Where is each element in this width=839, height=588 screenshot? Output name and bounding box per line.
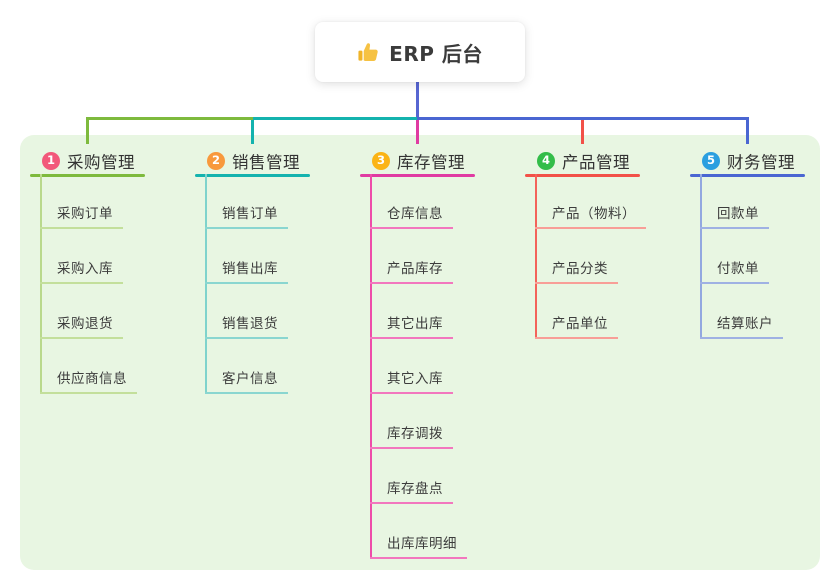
child-node[interactable]: 付款单: [700, 229, 769, 284]
children-spine-line: [40, 174, 42, 394]
branch-drop-line: [416, 117, 419, 144]
child-node-label: 产品（物料）: [535, 202, 646, 229]
branch-children: 仓库信息产品库存其它出库其它入库库存调拨库存盘点出库库明细: [370, 174, 467, 559]
child-node[interactable]: 采购入库: [40, 229, 123, 284]
branch-children: 回款单付款单结算账户: [700, 174, 783, 339]
root-node-label: ERP 后台: [389, 41, 483, 66]
branch-node-label: 销售管理: [232, 153, 300, 172]
branch-node-label: 财务管理: [727, 153, 795, 172]
branch-node-label: 采购管理: [67, 153, 135, 172]
child-node[interactable]: 销售出库: [205, 229, 288, 284]
child-node-label: 付款单: [700, 257, 769, 284]
child-node[interactable]: 客户信息: [205, 339, 288, 394]
branch-drop-line: [251, 117, 254, 144]
branch-children: 采购订单采购入库采购退货供应商信息: [40, 174, 137, 394]
child-node[interactable]: 销售退货: [205, 284, 288, 339]
child-node[interactable]: 出库库明细: [370, 504, 467, 559]
branch-title-underline: [360, 174, 475, 177]
child-node-label: 供应商信息: [40, 367, 137, 394]
branch-children: 销售订单销售出库销售退货客户信息: [205, 174, 288, 394]
branch-connector-line: [87, 117, 253, 120]
branch-node[interactable]: 5 财务管理: [702, 150, 795, 172]
branch-node[interactable]: 3 库存管理: [372, 150, 465, 172]
branch-connector-line: [252, 117, 419, 120]
child-node-label: 产品单位: [535, 312, 618, 339]
branch-drop-line: [581, 117, 584, 144]
child-node-label: 库存调拨: [370, 422, 453, 449]
branch-index-badge: 3: [372, 152, 390, 170]
branch-node-label: 产品管理: [562, 153, 630, 172]
root-connector-line: [416, 82, 419, 117]
branch-node-label: 库存管理: [397, 153, 465, 172]
child-node-label: 产品分类: [535, 257, 618, 284]
child-node-label: 采购订单: [40, 202, 123, 229]
child-node-label: 销售出库: [205, 257, 288, 284]
child-node[interactable]: 产品分类: [535, 229, 618, 284]
child-node-label: 销售退货: [205, 312, 288, 339]
branch-index-badge: 5: [702, 152, 720, 170]
branch-node[interactable]: 2 销售管理: [207, 150, 300, 172]
child-node-label: 销售订单: [205, 202, 288, 229]
branch-node[interactable]: 1 采购管理: [42, 150, 135, 172]
thumbs-up-icon: [357, 41, 380, 64]
child-node-label: 采购入库: [40, 257, 123, 284]
branch-index-badge: 1: [42, 152, 60, 170]
child-node[interactable]: 仓库信息: [370, 174, 453, 229]
branch-title-underline: [195, 174, 310, 177]
child-node[interactable]: 结算账户: [700, 284, 783, 339]
branch-title-underline: [30, 174, 145, 177]
child-node[interactable]: 采购订单: [40, 174, 123, 229]
child-node[interactable]: 产品（物料）: [535, 174, 646, 229]
branch-title-underline: [690, 174, 805, 177]
branch-drop-line: [746, 117, 749, 144]
child-node-label: 客户信息: [205, 367, 288, 394]
child-node-label: 采购退货: [40, 312, 123, 339]
child-node[interactable]: 库存盘点: [370, 449, 453, 504]
child-node-label: 仓库信息: [370, 202, 453, 229]
branch-index-badge: 2: [207, 152, 225, 170]
children-spine-line: [370, 174, 372, 559]
branch-children: 产品（物料） 产品分类产品单位: [535, 174, 646, 339]
branches-panel: [20, 135, 820, 570]
child-node[interactable]: 供应商信息: [40, 339, 137, 394]
branch-connector-line: [416, 117, 749, 120]
child-node[interactable]: 回款单: [700, 174, 769, 229]
children-spine-line: [205, 174, 207, 394]
branch-index-badge: 4: [537, 152, 555, 170]
child-node-label: 其它出库: [370, 312, 453, 339]
branch-title-underline: [525, 174, 640, 177]
child-node[interactable]: 产品单位: [535, 284, 618, 339]
child-node-label: 产品库存: [370, 257, 453, 284]
children-spine-line: [535, 174, 537, 339]
child-node-label: 其它入库: [370, 367, 453, 394]
branch-drop-line: [86, 117, 89, 144]
child-node-label: 库存盘点: [370, 477, 453, 504]
child-node[interactable]: 库存调拨: [370, 394, 453, 449]
child-node-label: 结算账户: [700, 312, 783, 339]
root-node[interactable]: ERP 后台: [315, 22, 525, 82]
branch-node[interactable]: 4 产品管理: [537, 150, 630, 172]
child-node[interactable]: 销售订单: [205, 174, 288, 229]
child-node[interactable]: 其它出库: [370, 284, 453, 339]
child-node-label: 回款单: [700, 202, 769, 229]
children-spine-line: [700, 174, 702, 339]
child-node-label: 出库库明细: [370, 532, 467, 559]
child-node[interactable]: 产品库存: [370, 229, 453, 284]
child-node[interactable]: 其它入库: [370, 339, 453, 394]
child-node[interactable]: 采购退货: [40, 284, 123, 339]
